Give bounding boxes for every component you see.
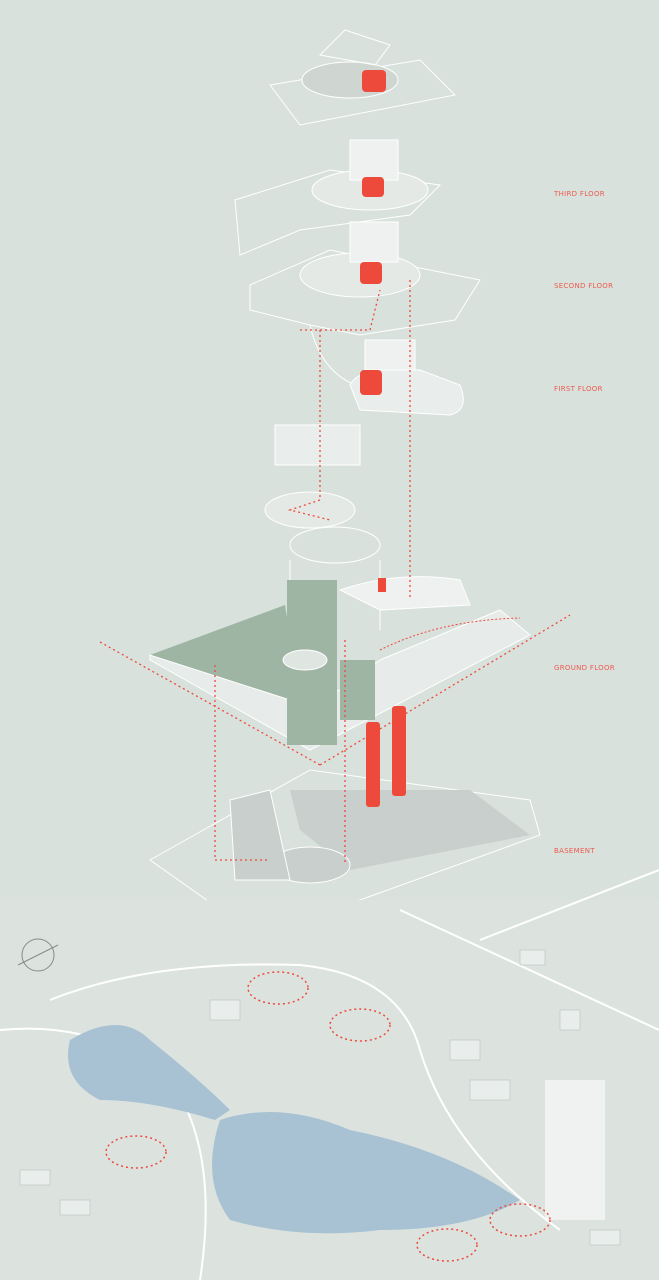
label-ground-floor: GROUND FLOOR: [554, 664, 615, 672]
label-basement: BASEMENT: [554, 847, 595, 855]
dotted-circulation-paths: [99, 280, 571, 865]
basement-plate: [149, 769, 541, 921]
ground-floor-plate: [149, 580, 531, 751]
highlight-circles: [105, 971, 551, 1262]
label-third-floor: THIRD FLOOR: [554, 190, 605, 198]
third-floor-plate: [234, 139, 442, 256]
lake-west: [68, 1025, 230, 1120]
lake-main: [212, 1112, 520, 1234]
north-arrow-icon: [17, 938, 59, 972]
circulation-cores: [360, 70, 406, 807]
label-first-floor: FIRST FLOOR: [554, 385, 603, 393]
site-map: [0, 869, 659, 1280]
label-second-floor: SECOND FLOOR: [554, 282, 614, 290]
